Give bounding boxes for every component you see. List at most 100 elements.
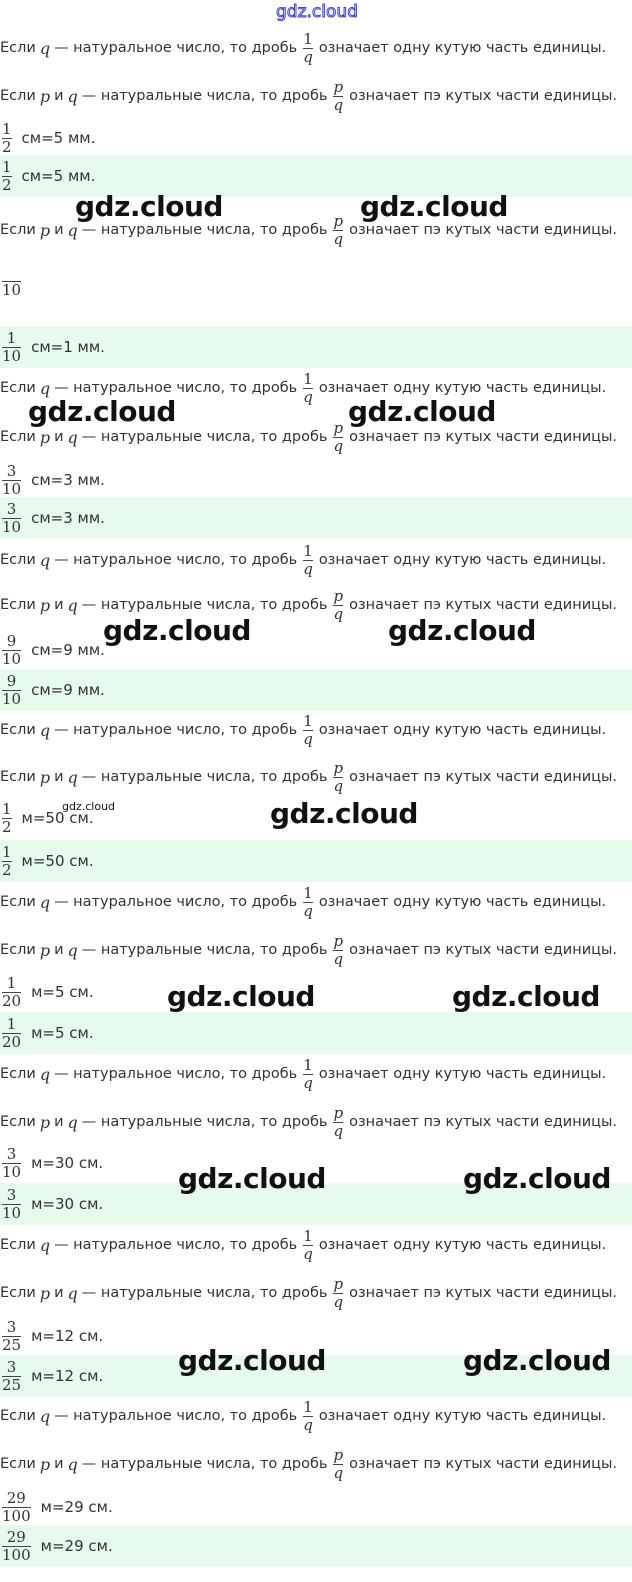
fraction-numerator: 1	[303, 711, 313, 730]
fraction-bar	[2, 1203, 22, 1205]
fraction-numerator: 3	[6, 1185, 17, 1204]
text-and: и	[54, 222, 64, 238]
text-post: означает одну кутую часть единицы.	[318, 552, 607, 568]
watermark: gdz.cloud	[463, 1162, 611, 1195]
text-pre: Если	[0, 88, 36, 104]
fraction-denominator: q	[333, 1292, 344, 1311]
text-post: означает одну кутую часть единицы.	[318, 1237, 607, 1253]
variable-p: p	[39, 767, 51, 787]
equation-text: м=12 см.	[31, 1327, 104, 1345]
text-mid: — натуральные числа, то дробь	[81, 88, 328, 104]
fraction-denominator: q	[303, 1073, 313, 1092]
text-pre: Если	[0, 1237, 36, 1253]
text-mid: — натуральное число, то дробь	[54, 1237, 298, 1253]
text-post: означает пэ кутых части единицы.	[349, 222, 618, 238]
fraction-denominator: 2	[2, 175, 12, 194]
site-logo[interactable]: gdz.cloud	[276, 2, 359, 23]
equation-text: см=5 мм.	[21, 129, 96, 147]
fraction-numerator: 1	[6, 973, 17, 992]
fraction-bar	[2, 649, 22, 651]
watermark: gdz.cloud	[463, 1344, 611, 1377]
text-pre: Если	[0, 40, 36, 56]
variable-q: q	[39, 38, 51, 58]
watermark: gdz.cloud	[388, 614, 536, 647]
fraction-numerator: 1	[303, 541, 313, 560]
text-post: означает пэ кутых части единицы.	[349, 429, 618, 445]
fraction-numerator: 1	[303, 1055, 313, 1074]
fraction-denominator: 10	[2, 1162, 22, 1181]
watermark: gdz.cloud	[178, 1162, 326, 1195]
text-pre: Если	[0, 894, 36, 910]
text-post: означает одну кутую часть единицы.	[318, 722, 607, 738]
equation-text: м=5 см.	[31, 1024, 94, 1042]
watermark: gdz.cloud	[62, 800, 116, 813]
text-and: и	[54, 429, 64, 445]
equation-text: м=30 см.	[31, 1154, 104, 1172]
variable-p: p	[39, 940, 51, 960]
fraction-bar	[2, 991, 22, 993]
variable-q: q	[67, 595, 78, 615]
fraction-bar	[303, 1415, 313, 1417]
fraction-denominator: 10	[2, 346, 22, 365]
fraction-denominator: 10	[2, 517, 22, 536]
fraction-denominator: 10	[2, 281, 22, 299]
variable-q: q	[67, 767, 78, 787]
fraction-denominator: q	[333, 776, 344, 795]
fraction-numerator: 1	[6, 1014, 17, 1033]
fraction: 10	[2, 281, 22, 299]
fraction-numerator: 1	[2, 157, 12, 176]
variable-p: p	[39, 1454, 51, 1474]
fraction-bar	[2, 689, 22, 691]
fraction-bar	[303, 1073, 313, 1075]
text-mid: — натуральные числа, то дробь	[81, 429, 328, 445]
fraction-bar	[2, 1335, 22, 1337]
watermark: gdz.cloud	[178, 1344, 326, 1377]
watermark: gdz.cloud	[28, 395, 176, 428]
fraction-numerator: p	[333, 1274, 344, 1293]
fraction-bar	[303, 901, 313, 903]
text-pre: Если	[0, 552, 36, 568]
fraction-denominator: 2	[2, 860, 12, 879]
fraction-bar	[2, 137, 12, 139]
fraction-bar	[2, 281, 22, 282]
variable-q: q	[39, 1064, 51, 1084]
fraction-numerator: p	[333, 418, 344, 437]
variable-q: q	[67, 1283, 78, 1303]
text-post: означает одну кутую часть единицы.	[318, 1408, 607, 1424]
fraction-numerator: 3	[6, 499, 17, 518]
equation-text: м=30 см.	[31, 1195, 104, 1213]
fraction-numerator: 1	[303, 29, 313, 48]
fraction-denominator: q	[333, 436, 344, 455]
fraction-numerator: p	[333, 586, 344, 605]
variable-q: q	[39, 1406, 51, 1426]
text-post: означает пэ кутых части единицы.	[349, 1456, 618, 1472]
text-pre: Если	[0, 429, 36, 445]
text-mid: — натуральное число, то дробь	[54, 40, 298, 56]
fraction-denominator: q	[333, 229, 344, 248]
fraction-denominator: q	[303, 1244, 313, 1263]
fraction-denominator: q	[303, 729, 313, 748]
fraction-denominator: 25	[2, 1335, 22, 1354]
fraction-denominator: q	[303, 47, 313, 66]
text-pre: Если	[0, 1066, 36, 1082]
fraction-bar	[2, 817, 12, 819]
fraction-denominator: 100	[2, 1506, 31, 1525]
